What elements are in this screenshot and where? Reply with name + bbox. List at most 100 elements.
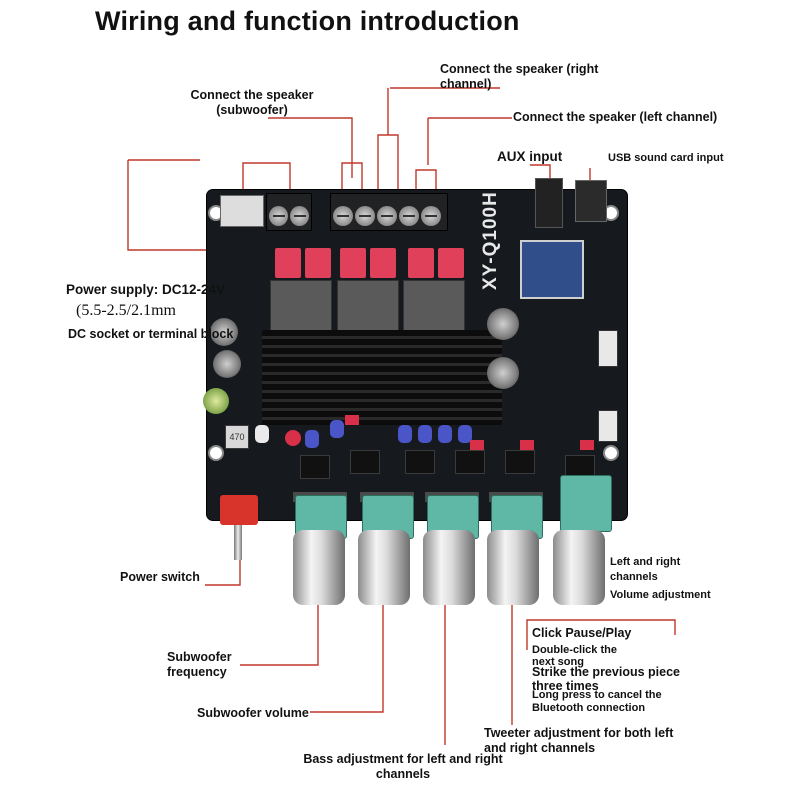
power-terminal-block[interactable] xyxy=(266,193,312,231)
ic-chip xyxy=(455,450,485,474)
label-aux: AUX input xyxy=(497,149,563,164)
inductor xyxy=(270,280,332,332)
label-play: Click Pause/Play xyxy=(532,626,632,640)
ic-chip xyxy=(300,455,330,479)
speaker-terminal-block[interactable] xyxy=(330,193,448,231)
label-line: three times xyxy=(532,679,599,693)
subwoofer-frequency-knob[interactable] xyxy=(293,530,345,605)
red-component xyxy=(340,248,366,278)
label-line: Connect the speaker xyxy=(190,88,314,102)
label-line: Tweeter adjustment for both left xyxy=(484,726,674,740)
leader-aux xyxy=(530,164,551,180)
leader-sub-bracket xyxy=(242,162,291,190)
label-line: Subwoofer xyxy=(167,650,232,664)
leader-sub-speaker xyxy=(268,117,353,178)
label-usb: USB sound card input xyxy=(608,152,724,164)
dc-socket[interactable] xyxy=(220,195,264,227)
label-volume: Left and right channels Volume adjustmen… xyxy=(610,555,711,603)
leader-volume xyxy=(526,619,676,650)
label-bass: Bass adjustment for left and right chann… xyxy=(303,752,503,782)
red-component xyxy=(408,248,434,278)
label-line: and right channels xyxy=(484,741,596,755)
page-title: Wiring and function introduction xyxy=(95,6,520,36)
small-capacitor xyxy=(255,425,269,443)
capacitor xyxy=(203,388,229,414)
connector xyxy=(598,410,618,442)
label-subwoofer-volume: Subwoofer volume xyxy=(197,706,309,720)
capacitor xyxy=(487,308,519,340)
small-capacitor xyxy=(418,425,432,443)
power-switch[interactable] xyxy=(220,495,258,525)
label-line: Bluetooth connection xyxy=(532,702,646,714)
label-line: (subwoofer) xyxy=(216,103,288,117)
label-previous: Strike the previous piece three times xyxy=(532,665,680,693)
smd-component xyxy=(470,440,484,450)
label-next: Double-click the next song xyxy=(532,644,617,668)
leader-sub-volume xyxy=(310,600,384,713)
leader-power xyxy=(127,160,230,251)
small-capacitor xyxy=(285,430,301,446)
label-line: Long press to cancel the xyxy=(532,689,662,701)
smd-component xyxy=(580,440,594,450)
leader-right-speaker xyxy=(377,134,399,190)
usb-input-port[interactable] xyxy=(575,180,607,222)
smd-component xyxy=(345,415,359,425)
label-line: channel) xyxy=(440,77,492,91)
label-power-switch: Power switch xyxy=(120,570,200,584)
label-power-socket-size: (5.5-2.5/2.1mm xyxy=(76,302,176,319)
label-line: Double-click the xyxy=(532,644,617,656)
connector xyxy=(598,330,618,367)
red-component xyxy=(275,248,301,278)
small-capacitor xyxy=(438,425,452,443)
label-speaker-subwoofer: Connect the speaker (subwoofer) xyxy=(172,88,332,118)
label-line: Strike the previous piece xyxy=(532,665,680,679)
capacitor xyxy=(210,318,238,346)
board-model-label: XY-Q100H xyxy=(480,191,501,290)
aux-input-jack[interactable] xyxy=(535,178,563,228)
bluetooth-module xyxy=(520,240,584,299)
label-dc-socket: DC socket or terminal block xyxy=(68,327,234,341)
volume-pot[interactable] xyxy=(560,475,612,532)
label-line: frequency xyxy=(167,665,227,679)
volume-knob[interactable] xyxy=(553,530,605,605)
mount-hole xyxy=(603,445,619,461)
label-power-supply: Power supply: DC12-24V xyxy=(66,282,226,297)
leader-switch xyxy=(205,560,241,586)
ic-chip xyxy=(405,450,435,474)
inductor-470: 470 xyxy=(225,425,249,449)
small-capacitor xyxy=(398,425,412,443)
mount-hole xyxy=(208,445,224,461)
smd-component xyxy=(520,440,534,450)
subwoofer-volume-knob[interactable] xyxy=(358,530,410,605)
tweeter-knob[interactable] xyxy=(487,530,539,605)
small-capacitor xyxy=(305,430,319,448)
capacitor xyxy=(213,350,241,378)
inductor xyxy=(337,280,399,332)
label-long-press: Long press to cancel the Bluetooth conne… xyxy=(532,689,662,715)
red-component xyxy=(305,248,331,278)
ic-chip xyxy=(350,450,380,474)
red-component xyxy=(370,248,396,278)
red-component xyxy=(438,248,464,278)
small-capacitor xyxy=(330,420,344,438)
label-tweeter: Tweeter adjustment for both left and rig… xyxy=(484,726,673,756)
label-line: Volume adjustment xyxy=(610,589,711,601)
capacitor xyxy=(487,357,519,389)
inductor xyxy=(403,280,465,332)
label-speaker-right: Connect the speaker (right channel) xyxy=(440,62,615,92)
label-line: channels xyxy=(610,571,658,583)
leader-sub-freq xyxy=(240,600,319,666)
label-line: Connect the speaker (right xyxy=(440,62,599,76)
small-capacitor xyxy=(458,425,472,443)
label-speaker-left: Connect the speaker (left channel) xyxy=(513,110,718,124)
label-subwoofer-frequency: Subwoofer frequency xyxy=(167,650,232,680)
label-line: next song xyxy=(532,656,584,668)
leader-left-speaker xyxy=(415,169,437,190)
bass-knob[interactable] xyxy=(423,530,475,605)
label-line: Bass adjustment for left and right xyxy=(303,752,503,766)
heatsink xyxy=(262,330,502,425)
label-line: Left and right xyxy=(610,556,681,568)
label-line: channels xyxy=(375,767,431,781)
power-switch-lever[interactable] xyxy=(234,525,242,560)
ic-chip xyxy=(505,450,535,474)
